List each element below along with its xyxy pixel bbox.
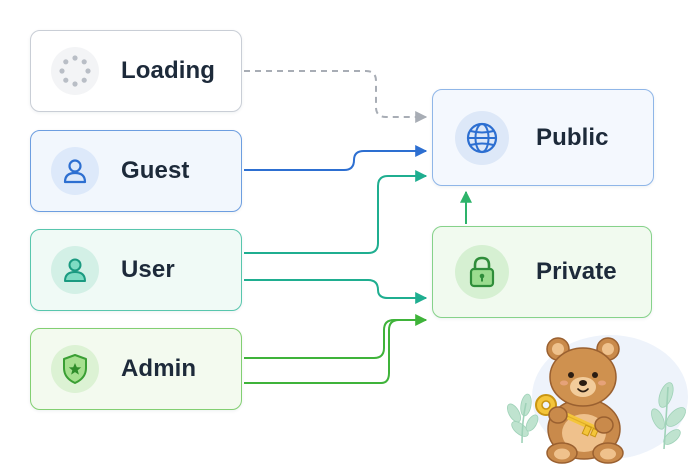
- edge-user-to-private: [244, 279, 428, 304]
- role-label-loading: Loading: [121, 57, 216, 84]
- person-outline-icon: [51, 147, 99, 195]
- globe-icon: [455, 110, 509, 165]
- target-node-public: Public: [432, 89, 654, 186]
- role-node-loading: Loading: [30, 30, 242, 112]
- target-node-private: Private: [432, 226, 652, 318]
- role-label-user: User: [121, 256, 175, 283]
- role-label-guest: Guest: [121, 157, 190, 184]
- role-node-guest: Guest: [30, 130, 242, 212]
- edge-admin-to-private-lower: [244, 319, 414, 384]
- spinner-icon: [51, 47, 99, 95]
- padlock-icon: [455, 245, 509, 299]
- bear-with-key-icon: [506, 335, 688, 464]
- target-label-private: Private: [536, 258, 617, 285]
- role-node-admin: Admin: [30, 328, 242, 410]
- person-icon: [51, 246, 99, 294]
- shield-star-icon: [51, 345, 99, 393]
- edge-admin-to-private-upper: [244, 314, 428, 359]
- target-label-public: Public: [536, 123, 609, 151]
- role-label-admin: Admin: [121, 355, 197, 382]
- edge-loading-to-public: [244, 70, 428, 123]
- role-node-user: User: [30, 229, 242, 311]
- edge-guest-to-public: [244, 145, 428, 171]
- edge-user-to-public: [244, 170, 428, 254]
